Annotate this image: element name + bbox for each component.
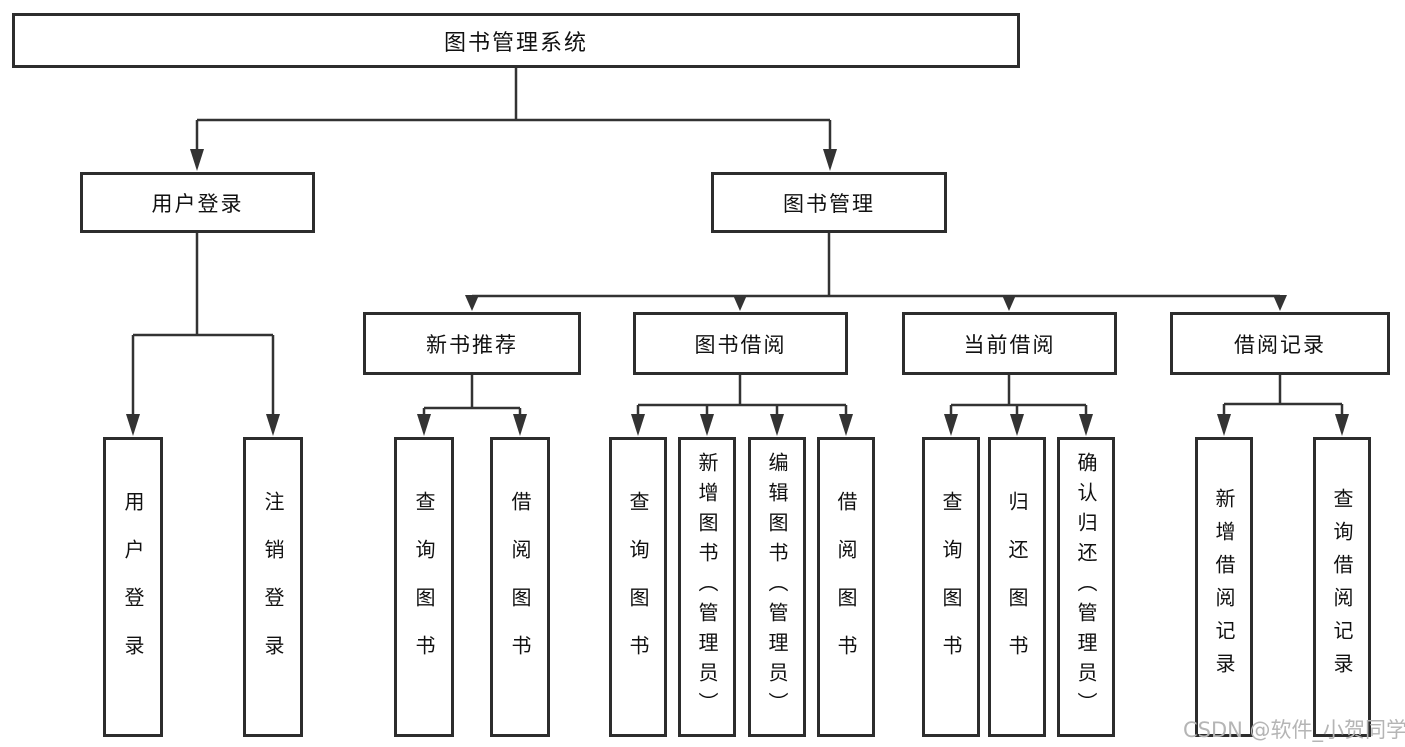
csdn-watermark: CSDN @软件_小贺同学 [1183, 718, 1405, 742]
leaf-query-books-current: 查询图书 [922, 437, 980, 737]
node-label: 用户登录 [121, 491, 145, 683]
leaf-query-books-borrow: 查询图书 [609, 437, 667, 737]
node-label: 查询图书 [412, 491, 436, 683]
leaf-return-books: 归还图书 [988, 437, 1046, 737]
node-label: 借阅图书 [508, 491, 532, 683]
node-label: 当前借阅 [963, 332, 1056, 357]
leaf-add-books-admin: 新增图书（管理员） [678, 437, 736, 737]
node-user-login: 用户登录 [80, 172, 315, 233]
node-book-management: 图书管理 [711, 172, 947, 233]
leaf-query-books-recommend: 查询图书 [394, 437, 454, 737]
leaf-edit-books-admin: 编辑图书（管理员） [748, 437, 806, 737]
node-label: 图书管理 [783, 191, 875, 216]
leaf-add-borrow-record: 新增借阅记录 [1195, 437, 1253, 737]
node-library-management-system: 图书管理系统 [12, 13, 1020, 68]
node-label: 新增图书（管理员） [695, 452, 719, 722]
node-current-borrow: 当前借阅 [902, 312, 1117, 375]
node-label: 查询图书 [626, 491, 650, 683]
leaf-user-login: 用户登录 [103, 437, 163, 737]
leaf-borrow-books: 借阅图书 [817, 437, 875, 737]
node-label: 查询图书 [939, 491, 963, 683]
node-label: 新书推荐 [426, 332, 518, 357]
node-label: 图书借阅 [694, 332, 787, 357]
node-label: 用户登录 [151, 191, 244, 216]
node-new-book-recommend: 新书推荐 [363, 312, 581, 375]
node-label: 编辑图书（管理员） [765, 452, 789, 722]
node-label: 借阅图书 [834, 491, 858, 683]
node-label: 归还图书 [1005, 491, 1029, 683]
leaf-confirm-return-admin: 确认归还（管理员） [1057, 437, 1115, 737]
node-label: 图书管理系统 [443, 30, 588, 56]
leaf-borrow-books-recommend: 借阅图书 [490, 437, 550, 737]
node-label: 确认归还（管理员） [1074, 452, 1098, 722]
arrowheads [126, 149, 1349, 436]
node-label: 新增借阅记录 [1212, 488, 1236, 686]
leaf-logout: 注销登录 [243, 437, 303, 737]
node-book-borrow: 图书借阅 [633, 312, 848, 375]
node-label: 借阅记录 [1234, 332, 1326, 357]
leaf-query-borrow-record: 查询借阅记录 [1313, 437, 1371, 737]
node-label: 查询借阅记录 [1330, 488, 1354, 686]
node-borrow-record: 借阅记录 [1170, 312, 1390, 375]
node-label: 注销登录 [261, 491, 285, 683]
